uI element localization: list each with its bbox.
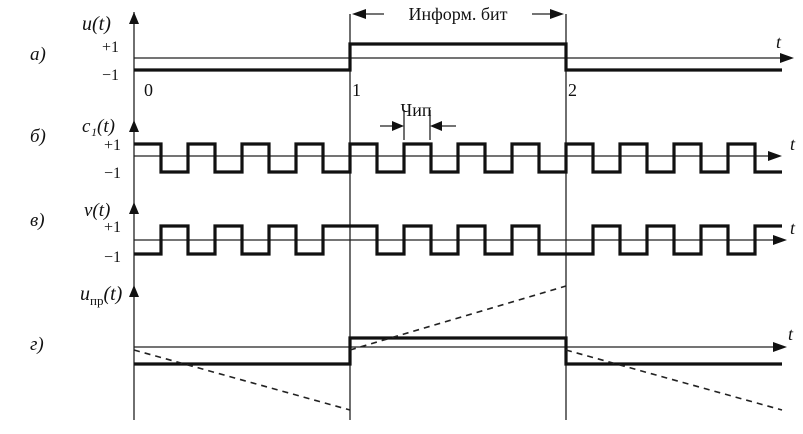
row-g: г) uпр(t) t	[30, 283, 794, 411]
row-a-t-label: t	[776, 32, 782, 52]
row-v-plus-one: +1	[104, 219, 121, 236]
row-v-minus-one: −1	[104, 249, 121, 266]
row-v-t-label: t	[790, 218, 796, 238]
row-g-signal-main: u	[80, 283, 90, 305]
integrator-ramp-2	[565, 349, 783, 411]
row-v: в) ν(t) +1 −1 t	[30, 200, 796, 266]
row-a-time-arrowhead	[780, 53, 794, 63]
row-g-letter: г)	[30, 334, 44, 355]
chip-arrow-left	[392, 121, 404, 131]
row-a-vertical-arrowhead	[129, 12, 139, 24]
bit-span-arrow-left	[352, 9, 366, 19]
integrator-ramp-1	[349, 285, 567, 351]
row-a-letter: а)	[30, 44, 46, 65]
row-a-signal-label: u(t)	[82, 13, 111, 35]
bit-label: Информ. бит	[408, 4, 507, 24]
row-a-minus-one: −1	[102, 67, 119, 84]
row-v-letter: в)	[30, 210, 45, 231]
bit-span-arrow-right	[550, 9, 564, 19]
bit-label-bg	[384, 3, 532, 23]
row-b-vertical-arrowhead	[129, 120, 139, 132]
row-g-signal-label: uпр(t)	[80, 283, 123, 308]
row-g-time-arrowhead	[773, 342, 787, 352]
row-v-vertical-arrowhead	[129, 202, 139, 214]
row-b-t-label: t	[790, 134, 796, 154]
row-g-signal-tail: (t)	[103, 283, 122, 305]
row-a-waveform	[134, 42, 782, 72]
row-b-plus-one: +1	[104, 137, 121, 154]
row-b: б) c₁(t) +1 −1 t Чип	[30, 100, 796, 182]
row-b-time-arrowhead	[768, 151, 782, 161]
row-g-vertical-arrowhead	[129, 285, 139, 297]
row-v-time-arrowhead	[773, 235, 787, 245]
row-v-signal-label: ν(t)	[84, 200, 110, 221]
row-g-t-label: t	[788, 324, 794, 344]
time-mark-1: 1	[352, 80, 361, 100]
time-mark-2: 2	[568, 80, 577, 100]
time-mark-0: 0	[144, 80, 153, 100]
row-v-waveform	[134, 224, 782, 256]
chip-label: Чип	[401, 100, 432, 120]
row-a-plus-one: +1	[102, 39, 119, 56]
row-g-waveform	[134, 336, 782, 366]
row-a: а) u(t) +1 −1 t 0 1 2 Информ. бит	[30, 3, 794, 100]
row-b-letter: б)	[30, 126, 46, 147]
row-b-signal-label: c₁(t)	[82, 116, 115, 137]
row-b-waveform	[134, 142, 782, 174]
row-b-minus-one: −1	[104, 165, 121, 182]
chip-arrow-right	[430, 121, 442, 131]
row-g-signal-sub: пр	[90, 293, 103, 308]
integrator-ramp-0	[133, 349, 351, 411]
